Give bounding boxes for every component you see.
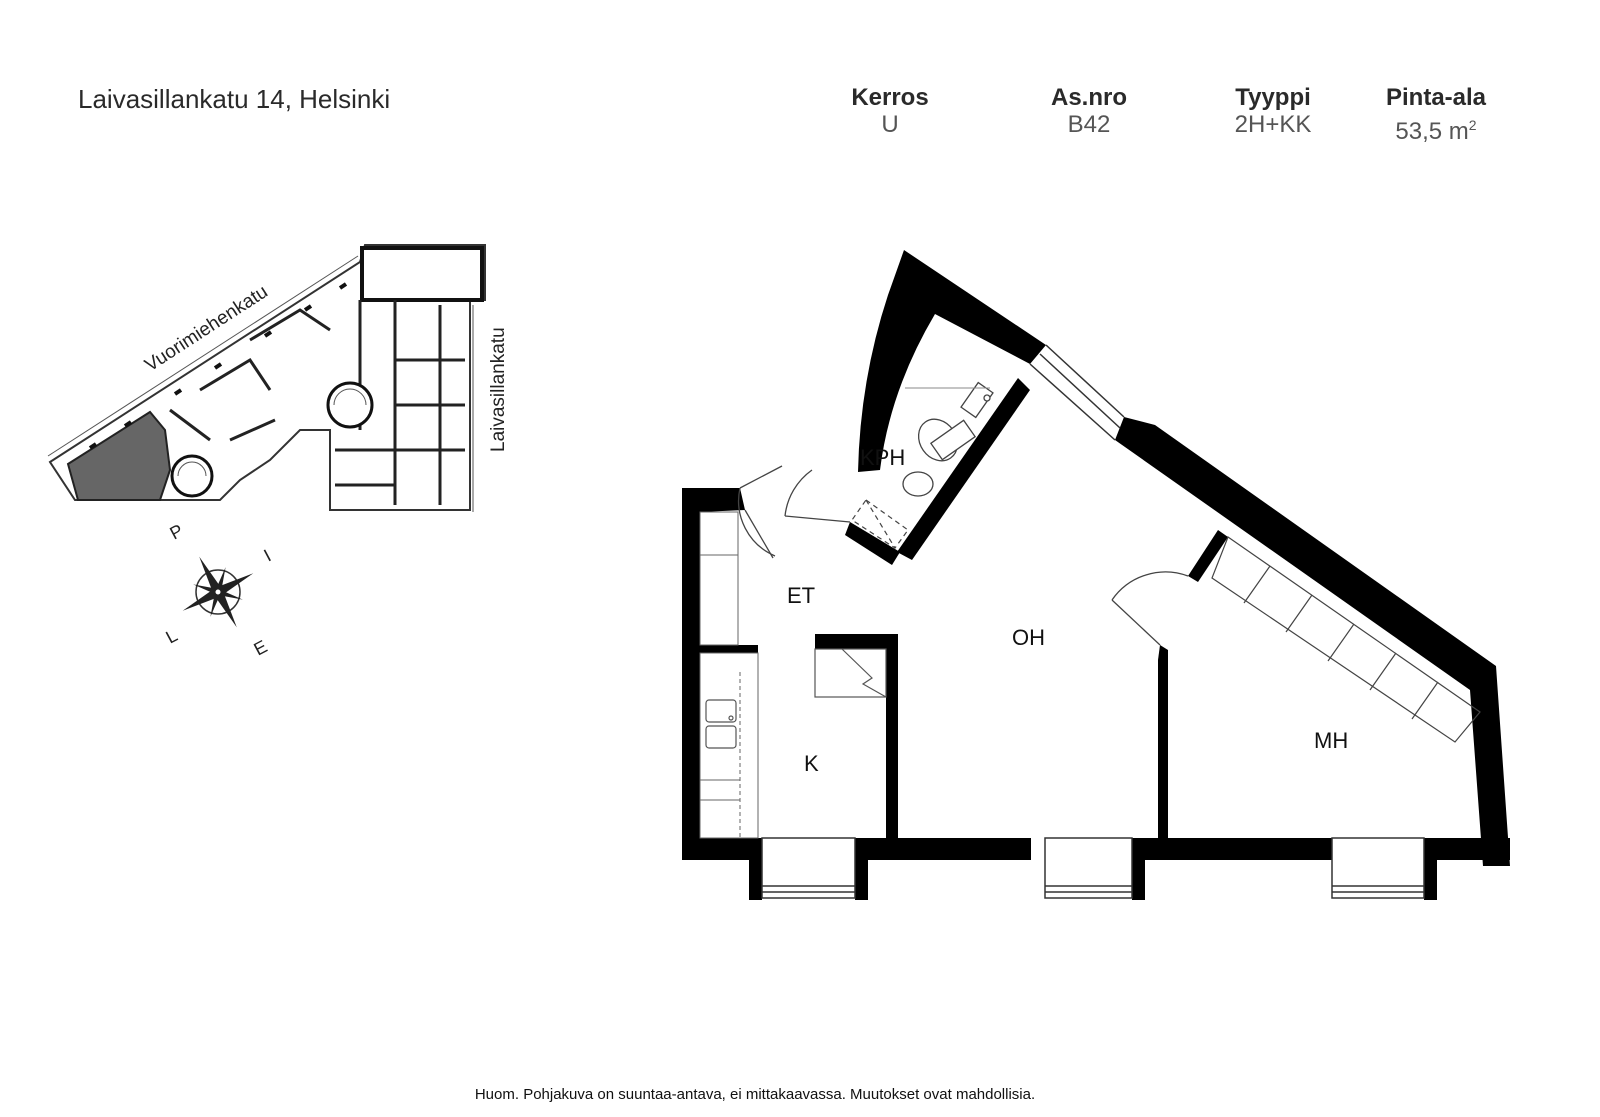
room-label-kph: KPH <box>860 445 905 470</box>
doors <box>737 465 1189 646</box>
wardrobe <box>1211 536 1481 743</box>
site-plan-facade-line <box>47 255 359 457</box>
type-info: Tyyppi 2H+KK <box>1188 84 1358 138</box>
site-plan: Vuorimiehenkatu Laivasillankatu <box>47 244 509 512</box>
area-superscript: 2 <box>1468 117 1477 133</box>
site-plan-stair-2-detail <box>333 388 367 406</box>
bottom-windows <box>761 837 1425 899</box>
area-value: 53,5 m2 <box>1351 112 1521 145</box>
compass-west-label: L <box>162 625 180 647</box>
floor-plan: KPH ET OH K MH <box>682 250 1510 900</box>
kitchen-counter <box>699 652 759 839</box>
address-title: Laivasillankatu 14, Helsinki <box>78 84 391 114</box>
street-label-laivasillankatu: Laivasillankatu <box>488 327 509 452</box>
compass-east-label: I <box>260 546 274 566</box>
highlighted-apartment <box>66 410 172 501</box>
apartment-label: As.nro <box>1050 84 1127 111</box>
area-number: 53,5 m <box>1395 118 1469 145</box>
room-label-oh: OH <box>1012 625 1045 650</box>
compass-north-label: P <box>166 520 186 543</box>
exterior-walls <box>682 250 1510 900</box>
entry-cabinets <box>699 511 739 646</box>
floor-info: Kerros U <box>805 84 975 138</box>
utility-closet <box>814 648 887 698</box>
site-plan-stair-1-detail <box>177 461 207 477</box>
type-value: 2H+KK <box>1234 111 1312 138</box>
compass-south-label: E <box>250 636 270 659</box>
area-info: Pinta-ala 53,5 m2 <box>1351 84 1521 145</box>
room-label-et: ET <box>787 583 815 608</box>
room-label-mh: MH <box>1314 728 1348 753</box>
disclaimer-note: Huom. Pohjakuva on suuntaa-antava, ei mi… <box>474 1086 1036 1103</box>
compass-rose: P I E L <box>162 520 274 659</box>
bathroom-fixtures <box>902 381 994 497</box>
type-label: Tyyppi <box>1235 84 1311 111</box>
diagonal-window <box>1029 344 1125 441</box>
compass-ring <box>195 569 241 615</box>
site-plan-stair-2 <box>326 381 374 429</box>
room-label-k: K <box>804 751 819 776</box>
compass-needles <box>182 556 254 628</box>
shower-area <box>851 499 909 549</box>
apartment-info: As.nro B42 <box>1004 84 1174 138</box>
site-plan-top-block <box>360 246 484 302</box>
floor-value: U <box>881 111 899 138</box>
area-label: Pinta-ala <box>1385 84 1487 111</box>
interior-walls <box>700 378 1228 850</box>
apartment-value: B42 <box>1067 111 1111 138</box>
site-plan-window-ticks <box>88 282 348 450</box>
floor-label: Kerros <box>851 84 929 111</box>
kitchen-sink <box>705 699 737 749</box>
